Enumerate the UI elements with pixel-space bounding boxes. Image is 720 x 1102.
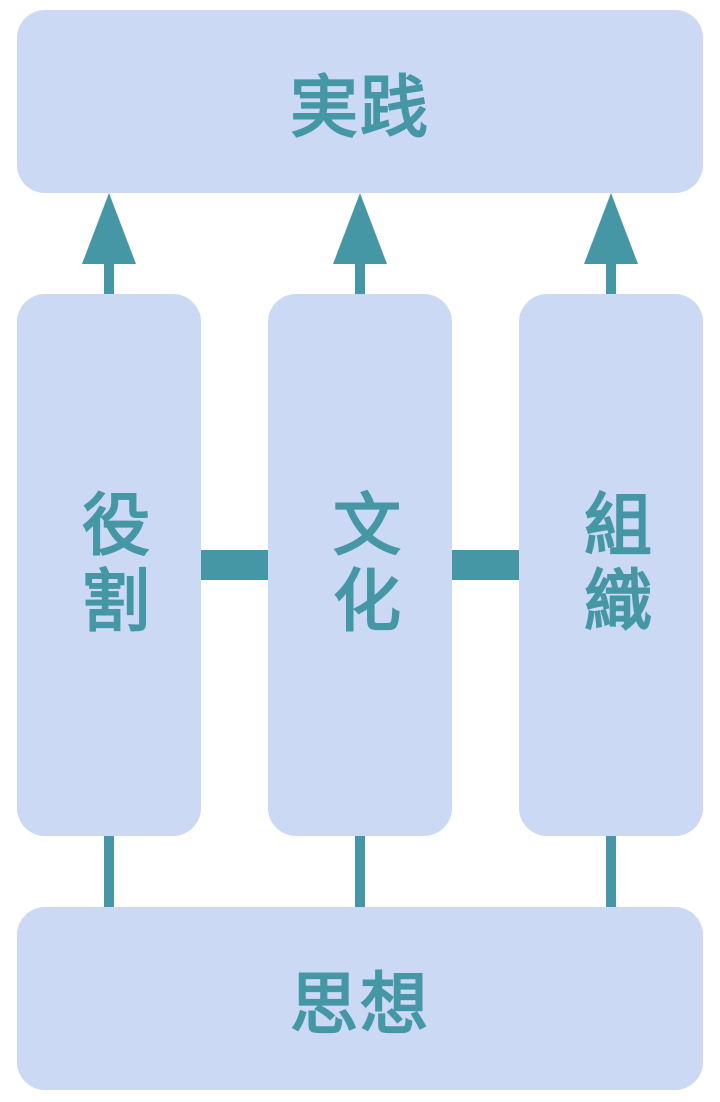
connector-center-right (449, 550, 521, 580)
stem-center (355, 834, 365, 910)
pillar-box-culture: 文化 (268, 294, 452, 836)
pillar-label-culture: 文化 (320, 489, 400, 641)
connector-left-center (198, 550, 270, 580)
stem-left (104, 834, 114, 910)
bottom-box-philosophy: 思想 (17, 907, 703, 1090)
top-box-practice: 実践 (17, 10, 703, 193)
pillar-box-role: 役割 (17, 294, 201, 836)
pillar-label-role: 役割 (69, 489, 149, 641)
pillar-label-organization: 組織 (571, 489, 651, 641)
arrow-center (333, 193, 387, 294)
top-box-label: 実践 (289, 69, 430, 148)
bottom-box-label: 思想 (289, 966, 430, 1045)
arrow-right (584, 193, 638, 294)
pillar-box-organization: 組織 (519, 294, 703, 836)
arrow-left (82, 193, 136, 294)
stem-right (606, 834, 616, 910)
